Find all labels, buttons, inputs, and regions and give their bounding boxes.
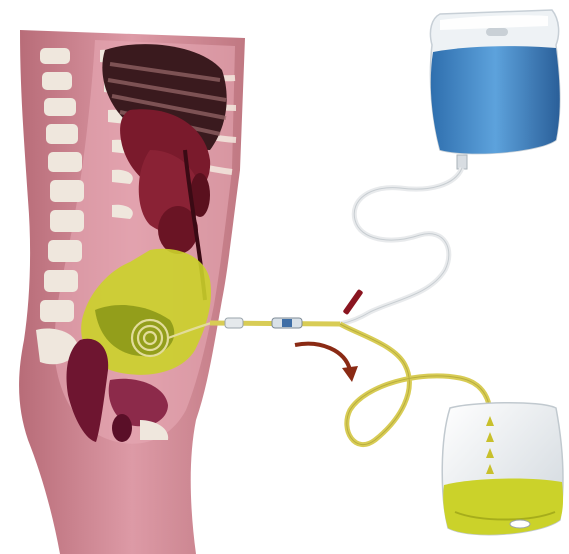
- torso-cross-section: [19, 30, 245, 554]
- inflow-tube: [340, 168, 462, 324]
- fresh-dialysate-bag: [430, 10, 559, 169]
- bag-fluid-blue: [431, 46, 560, 154]
- curved-arrow-icon: [295, 344, 358, 382]
- drain-bag: [442, 403, 563, 535]
- bag-fluid-yellow: [443, 478, 563, 534]
- clamp-icon: [343, 289, 364, 315]
- catheter-connector: [210, 318, 340, 328]
